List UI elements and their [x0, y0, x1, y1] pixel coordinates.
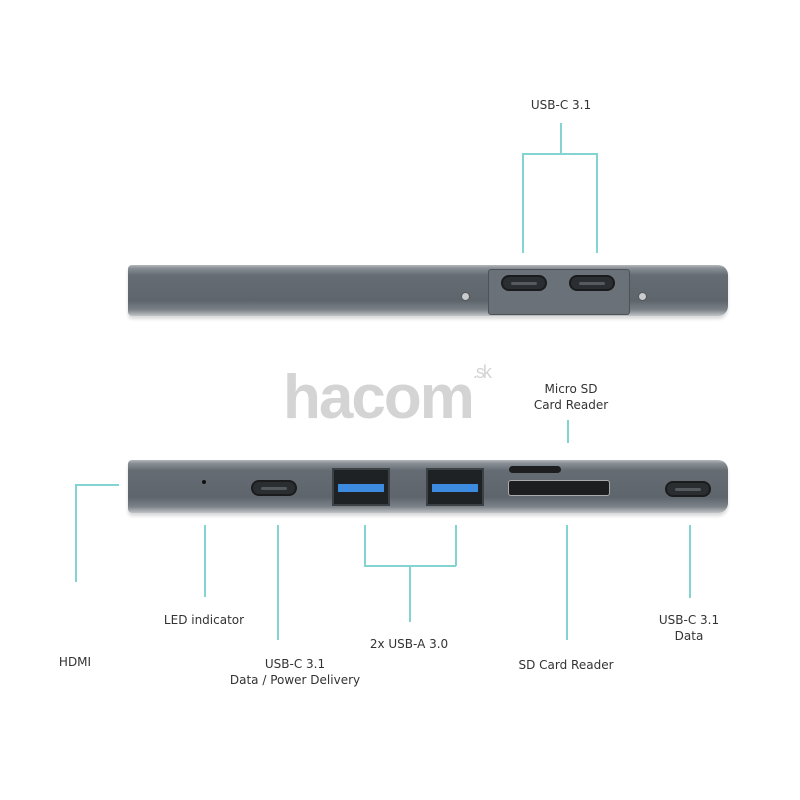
usb-c-port [501, 275, 547, 291]
hub-top-view [128, 265, 728, 316]
leader-line [204, 525, 206, 597]
label-top-usbc: USB-C 3.1 [530, 98, 592, 112]
leader-line [522, 153, 524, 253]
leader-line [75, 484, 77, 582]
watermark-logo: hacom.sk [283, 362, 492, 432]
leader-line [277, 525, 279, 640]
micro-sd-slot [509, 466, 561, 473]
leader-line [566, 525, 568, 640]
usb-c-port [569, 275, 615, 291]
leader-line [560, 123, 562, 153]
leader-line [364, 525, 366, 566]
leader-line [567, 420, 569, 443]
usb-c-pd-port [251, 480, 297, 496]
leader-line [75, 484, 119, 486]
leader-line [455, 525, 457, 566]
label-usba: 2x USB-A 3.0 [369, 637, 449, 651]
leader-line [596, 153, 598, 253]
usb-a-port [332, 468, 390, 506]
screw-icon [461, 292, 470, 301]
leader-line [522, 153, 597, 155]
label-sd: SD Card Reader [518, 658, 614, 672]
led-indicator [202, 480, 206, 484]
sd-slot [508, 480, 610, 496]
leader-line [409, 565, 411, 622]
usb-a-port [426, 468, 484, 506]
label-hdmi: HDMI [58, 655, 92, 669]
leader-line [689, 525, 691, 598]
hub-front-view [128, 460, 728, 513]
usb-c-data-port [665, 481, 711, 497]
screw-icon [638, 292, 647, 301]
label-led: LED indicator [163, 613, 245, 627]
